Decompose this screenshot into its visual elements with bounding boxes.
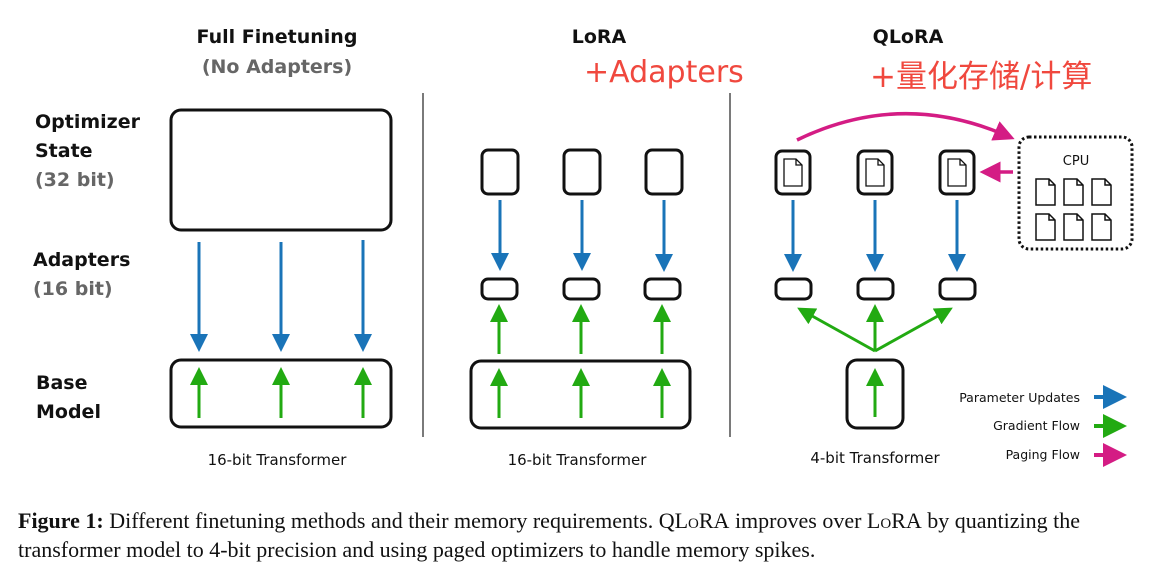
cpu-memory-box: CPU — [1017, 135, 1134, 251]
adapter-block — [856, 277, 895, 301]
lora-update-arrows — [491, 200, 673, 272]
page-icon — [783, 158, 803, 187]
page-icon — [1063, 213, 1084, 241]
lora-adapter-blocks — [480, 277, 682, 301]
lora-footer: 16-bit Transformer — [508, 451, 648, 469]
page-icon — [1063, 178, 1084, 206]
optimizer-label-line1: Optimizer — [35, 111, 141, 133]
finetuning-diagram: Full Finetuning (No Adapters) LoRA +Adap… — [33, 26, 1134, 469]
caption-lora-rest: oRA — [880, 508, 922, 533]
legend: Parameter Updates Gradient Flow Paging F… — [959, 385, 1127, 467]
legend-label-parameter-updates: Parameter Updates — [959, 390, 1080, 405]
adapter-block — [774, 277, 813, 301]
optimizer-state-block — [644, 148, 684, 196]
qlora-annotation: +量化存储/计算 — [870, 59, 1092, 95]
optimizer-label-line2: State — [35, 140, 93, 162]
optimizer-bits-label: (32 bit) — [35, 169, 115, 191]
lora-base-gradient-arrows — [490, 368, 671, 418]
legend-label-paging-flow: Paging Flow — [1006, 447, 1080, 462]
full-finetuning-footer: 16-bit Transformer — [208, 451, 348, 469]
optimizer-state-block — [562, 148, 602, 196]
gradient-flow-arrows — [190, 367, 372, 418]
lora-title: LoRA — [572, 26, 627, 48]
base-label-line1: Base — [36, 372, 88, 394]
adapter-block — [562, 277, 601, 301]
cpu-page-icons — [1035, 178, 1112, 241]
figure-caption: Figure 1: Different finetuning methods a… — [18, 506, 1153, 564]
caption-qlora-rest: LoRA — [674, 508, 730, 533]
qlora-gradient-fan — [797, 304, 953, 353]
optimizer-state-block — [480, 148, 520, 196]
lora-gradient-arrows — [490, 304, 671, 354]
gradient-flow-arrow — [797, 307, 876, 353]
page-icon — [1091, 178, 1112, 206]
adapters-bits-label: (16 bit) — [33, 278, 113, 300]
cpu-label: CPU — [1063, 154, 1089, 169]
legend-label-gradient-flow: Gradient Flow — [993, 418, 1080, 433]
adapter-block — [480, 277, 519, 301]
base-label-line2: Model — [36, 401, 101, 423]
paged-optimizer-block — [856, 149, 894, 196]
qlora-adapter-blocks — [774, 277, 977, 301]
caption-label: Figure 1: — [18, 508, 104, 533]
caption-text-3: by quantizing the transformer model to 4… — [18, 508, 1081, 562]
page-icon — [1035, 178, 1056, 206]
paged-optimizer-block — [774, 149, 812, 196]
optimizer-state-block — [169, 108, 393, 232]
lora-annotation: +Adapters — [584, 55, 744, 90]
paged-optimizer-block — [938, 149, 976, 196]
full-finetuning-title: Full Finetuning — [197, 26, 358, 48]
page-icon — [865, 158, 885, 187]
caption-text-2: improves over — [729, 508, 867, 533]
caption-lora-l: L — [866, 508, 881, 533]
adapter-block — [938, 277, 977, 301]
qlora-optimizer-blocks — [774, 149, 976, 196]
qlora-title: QLoRA — [873, 26, 944, 48]
adapter-block — [643, 277, 682, 301]
parameter-update-arrows — [190, 240, 372, 352]
caption-qlora-q: Q — [658, 508, 675, 533]
page-icon — [1091, 213, 1112, 241]
page-icon — [947, 158, 967, 187]
qlora-footer: 4-bit Transformer — [810, 449, 940, 467]
full-finetuning-subtitle: (No Adapters) — [202, 56, 352, 78]
paging-flow-arrow-to-cpu — [796, 111, 1015, 142]
adapters-label: Adapters — [33, 249, 130, 271]
gradient-flow-arrow — [874, 307, 953, 353]
page-icon — [1035, 213, 1056, 241]
caption-text-1: Different finetuning methods and their m… — [103, 508, 659, 533]
qlora-update-arrows — [784, 200, 966, 272]
lora-optimizer-blocks — [480, 148, 684, 196]
